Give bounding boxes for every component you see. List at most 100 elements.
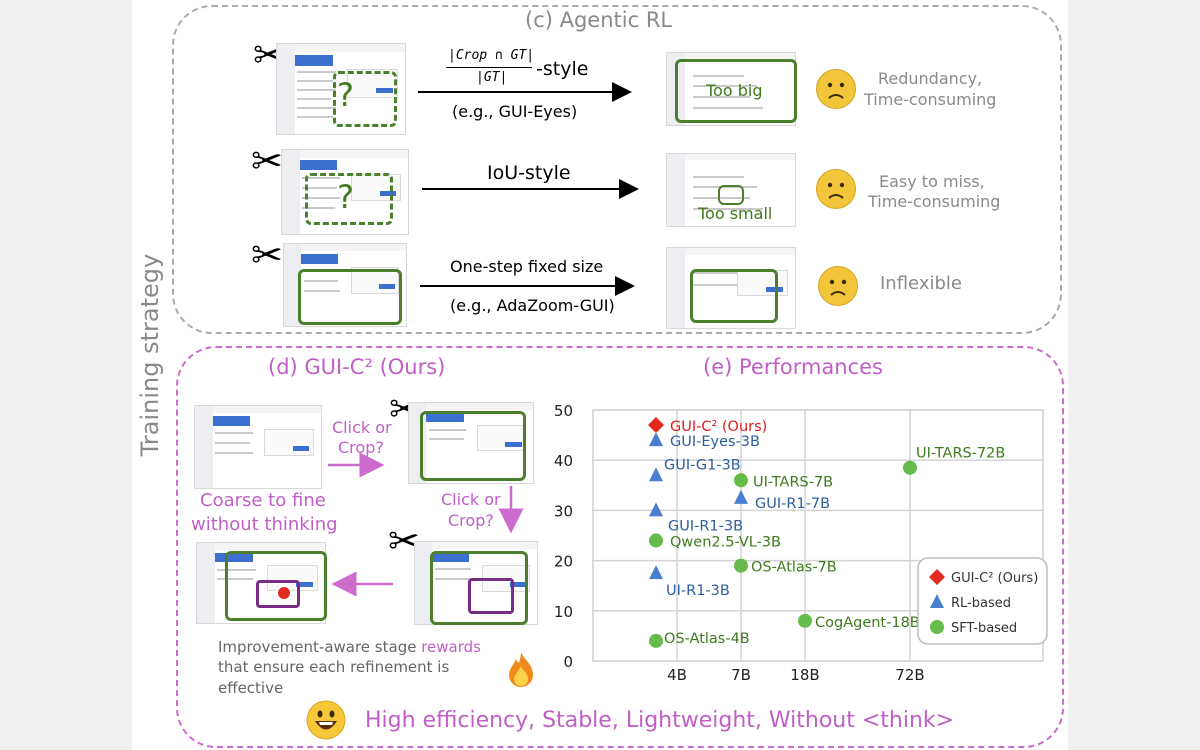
- crop-box-stage-2: [430, 551, 528, 625]
- note-rewards: rewards: [421, 638, 481, 656]
- screenshot-thumbnail: [194, 405, 322, 489]
- verdict-line-2: Time-consuming: [868, 192, 1001, 211]
- crop-box-purple: [256, 580, 300, 608]
- legend-label: GUI-C² (Ours): [951, 571, 1038, 586]
- note-line-2: that ensure each refinement is: [218, 658, 450, 676]
- smile-face-icon: [306, 700, 346, 744]
- right-margin: [1068, 0, 1200, 750]
- question-mark: ?: [337, 76, 354, 114]
- left-margin: [0, 0, 132, 750]
- point-label: CogAgent-18B: [815, 615, 920, 631]
- screenshot-thumbnail: [408, 402, 534, 484]
- fire-icon: [506, 650, 536, 692]
- y-tick-label: 20: [554, 553, 573, 571]
- example-label: (e.g., GUI-Eyes): [452, 102, 578, 121]
- step2-line-1: Click or: [441, 490, 501, 509]
- y-tick-label: 0: [563, 653, 573, 671]
- y-tick-label: 10: [554, 603, 573, 621]
- data-point: [649, 502, 663, 517]
- question-mark: ?: [337, 178, 354, 216]
- x-tick-label: 7B: [731, 666, 751, 684]
- data-point: [798, 613, 812, 628]
- crop-box-dashed: [333, 71, 397, 127]
- point-label: UI-TARS-72B: [916, 446, 1005, 462]
- x-tick-label: 18B: [790, 666, 819, 684]
- method-label: One-step fixed size: [450, 257, 604, 276]
- x-tick-label: 4B: [667, 666, 687, 684]
- coarse-line-1: Coarse to fine: [200, 490, 326, 511]
- screenshot-thumbnail: [196, 542, 326, 624]
- step2-line-2: Crop?: [448, 511, 494, 530]
- crop-box-dashed: [305, 173, 393, 225]
- point-label: Qwen2.5-VL-3B: [670, 535, 781, 551]
- crop-box-too-small: [718, 185, 744, 205]
- note-line-3: effective: [218, 679, 284, 697]
- data-point: [648, 417, 664, 434]
- coarse-line-2: without thinking: [191, 514, 338, 535]
- point-label: GUI-R1-3B: [668, 518, 743, 534]
- point-label: UI-TARS-7B: [753, 474, 833, 490]
- formula-denominator: |GT|: [476, 70, 508, 85]
- screenshot-thumbnail: [283, 243, 407, 327]
- footer-text: High efficiency, Stable, Lightweight, Wi…: [365, 708, 955, 733]
- point-label: UI-R1-3B: [666, 583, 730, 599]
- point-label: GUI-Eyes-3B: [670, 434, 760, 450]
- y-tick-label: 30: [554, 502, 573, 520]
- verdict-line-1: Easy to miss,: [879, 172, 985, 191]
- screenshot-thumbnail: [276, 43, 406, 135]
- example-label: (e.g., AdaZoom-GUI): [450, 296, 615, 315]
- crop-box-stage-1: [420, 411, 526, 481]
- verdict-line-1: Redundancy,: [878, 69, 983, 88]
- note-line-1: Improvement-aware stage rewards: [218, 638, 481, 656]
- y-tick-label: 40: [554, 452, 573, 470]
- point-label: GUI-G1-3B: [664, 457, 741, 473]
- formula-bar: [446, 67, 532, 68]
- method-label: -style: [536, 58, 589, 80]
- legend-marker: [929, 569, 945, 585]
- step1-line-2: Crop?: [338, 438, 384, 457]
- data-point: [734, 489, 748, 504]
- crop-box-purple: [468, 578, 514, 614]
- panel-e-title: (e) Performances: [703, 355, 883, 379]
- point-label: GUI-R1-7B: [755, 496, 830, 512]
- verdict-line-1: Inflexible: [880, 273, 962, 294]
- crop-box-stage-final: [225, 551, 327, 621]
- legend-box: [917, 557, 1048, 645]
- verdict-line-2: Time-consuming: [864, 90, 997, 109]
- box-note-too-small: Too small: [698, 204, 773, 223]
- point-label: GUI-C² (Ours): [670, 419, 767, 435]
- point-label: OS-Atlas-7B: [751, 560, 837, 576]
- data-point: [649, 565, 663, 580]
- scissors-icon: ✂: [251, 233, 283, 277]
- legend-marker: [930, 594, 944, 608]
- data-point: [649, 432, 663, 447]
- panel-d-title: (d) GUI-C² (Ours): [268, 355, 446, 379]
- data-point: [649, 467, 663, 482]
- legend-label: SFT-based: [951, 621, 1017, 636]
- crop-box-fixed: [298, 269, 402, 325]
- screenshot-thumbnail: [666, 153, 796, 227]
- data-point: [649, 633, 663, 648]
- sad-face-icon: [816, 69, 856, 109]
- x-tick-label: 72B: [895, 666, 924, 684]
- scissors-icon: ✂: [251, 139, 283, 183]
- method-label: IoU-style: [487, 162, 571, 184]
- sad-face-icon: [816, 169, 856, 209]
- click-target-icon: [276, 585, 292, 601]
- panel-c-title: (c) Agentic RL: [525, 8, 673, 32]
- legend-label: RL-based: [951, 596, 1011, 611]
- y-tick-label: 50: [554, 402, 573, 420]
- point-label: OS-Atlas-4B: [664, 631, 750, 647]
- data-point: [734, 473, 748, 488]
- crop-box-too-big: [675, 59, 797, 123]
- panel-agentic-rl: [172, 5, 1062, 334]
- formula-numerator: |Crop ∩ GT|: [448, 48, 535, 63]
- crop-box-fixed-result: [690, 269, 778, 323]
- box-note-too-big: Too big: [706, 81, 763, 100]
- data-point: [734, 558, 748, 573]
- legend-marker: [930, 620, 944, 634]
- data-point: [649, 533, 663, 548]
- step1-line-1: Click or: [332, 418, 392, 437]
